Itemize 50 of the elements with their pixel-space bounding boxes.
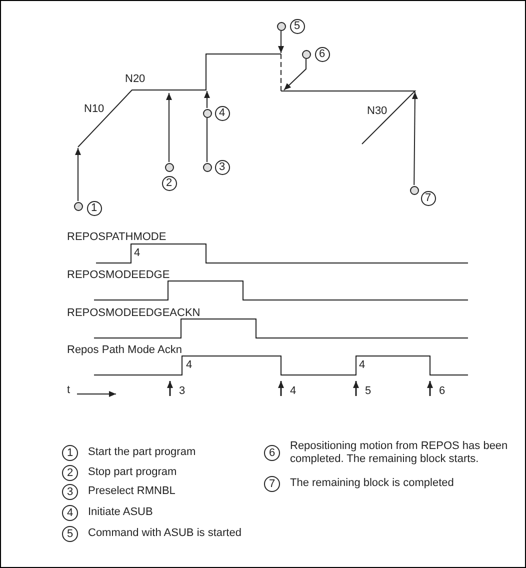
callout-number: 7 <box>264 476 280 492</box>
legend-text: Command with ASUB is started <box>88 527 242 540</box>
connector-line <box>206 118 208 162</box>
marker-circle <box>164 162 174 172</box>
leader-line <box>166 92 172 162</box>
signal-name: Repos Path Mode Ackn <box>67 344 182 357</box>
callout-number: 3 <box>214 160 230 174</box>
event-number: 4 <box>290 385 296 398</box>
path-label: N30 <box>367 105 388 118</box>
marker-circle <box>74 202 82 210</box>
callout-number: 5 <box>62 526 78 542</box>
signal-name: REPOSPATHMODE <box>67 231 166 244</box>
legend-text: Repositioning motion from REPOS has been completed. The remaining block starts. <box>290 440 509 466</box>
event-number: 3 <box>179 385 186 398</box>
marker-circle <box>302 50 310 58</box>
time-label: t <box>67 384 70 397</box>
callout-number: 7 <box>420 190 436 206</box>
leader-line <box>284 58 306 90</box>
legend-text: Initiate ASUB <box>88 506 153 519</box>
legend-text: The remaining block is completed <box>290 477 454 490</box>
leader-line <box>412 92 418 186</box>
callout-number: 2 <box>62 465 78 481</box>
leader-line <box>278 30 284 54</box>
callout-number: 3 <box>62 484 78 500</box>
leader-line <box>204 90 210 108</box>
value-label: 4 <box>186 359 192 372</box>
signal-name: REPOSMODEEDGEACKN <box>67 307 200 320</box>
callout-number: 1 <box>86 200 102 216</box>
callout-number: 4 <box>62 505 78 521</box>
callout-number: 6 <box>264 445 280 461</box>
path-label: N20 <box>125 73 146 86</box>
path-label: N10 <box>84 103 104 116</box>
marker-circle <box>276 22 286 30</box>
leader-line <box>75 148 81 202</box>
event-number: 6 <box>439 385 446 398</box>
legend-text: Preselect RMNBL <box>88 485 176 498</box>
legend-text: Start the part program <box>88 446 196 459</box>
value-label: 4 <box>134 247 140 260</box>
marker-circle <box>202 108 212 118</box>
callout-number: 5 <box>290 18 304 34</box>
callout-number: 4 <box>214 106 230 120</box>
event-number: 5 <box>365 385 372 398</box>
callout-number: 1 <box>62 445 78 461</box>
marker-circle <box>410 186 418 194</box>
value-label: 4 <box>359 359 366 372</box>
marker-circle <box>202 162 212 172</box>
signal-name: REPOSMODEEDGE <box>67 269 170 282</box>
callout-number: 6 <box>314 46 330 62</box>
legend-text: Stop part program <box>88 466 177 479</box>
callout-number: 2 <box>162 176 176 190</box>
